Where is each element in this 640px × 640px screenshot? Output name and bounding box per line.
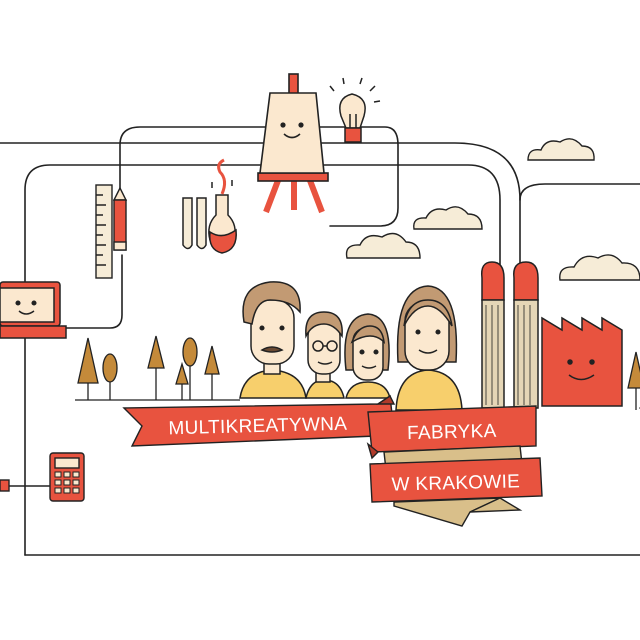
easel-icon [257,73,329,214]
test-tubes-icon [182,197,207,250]
person-4 [395,285,463,411]
flask-icon [208,158,237,254]
tree-icon [204,345,220,400]
ribbon-banner [122,394,543,527]
banner-text-line-2: FABRYKA [407,421,497,444]
calculator-icon [0,452,85,502]
person-2 [305,311,345,399]
tree-icon [147,335,165,400]
pencil-icon [112,186,128,251]
laptop-icon [0,281,67,339]
tree-icon [102,353,118,400]
cloud-icon [527,138,595,161]
banner-text-line-3: W KRAKOWIE [391,471,520,495]
light-bulb-icon [329,77,381,143]
tree-icon [175,361,189,400]
cloud-icon [413,206,483,230]
connection-lines [0,126,640,556]
factory-icon [541,316,623,407]
trees [75,335,640,410]
tree-icon [77,337,99,400]
person-1 [239,281,307,399]
ruler-icon [95,184,113,279]
person-3 [344,313,391,399]
tree-icon [182,337,198,400]
factory-chimneys [480,261,539,409]
cloud-icon [345,232,421,259]
banner-text-line-1: MULTIKREATYWNA [168,414,347,440]
tree-icon [627,351,640,410]
cloud-icon [559,254,640,281]
